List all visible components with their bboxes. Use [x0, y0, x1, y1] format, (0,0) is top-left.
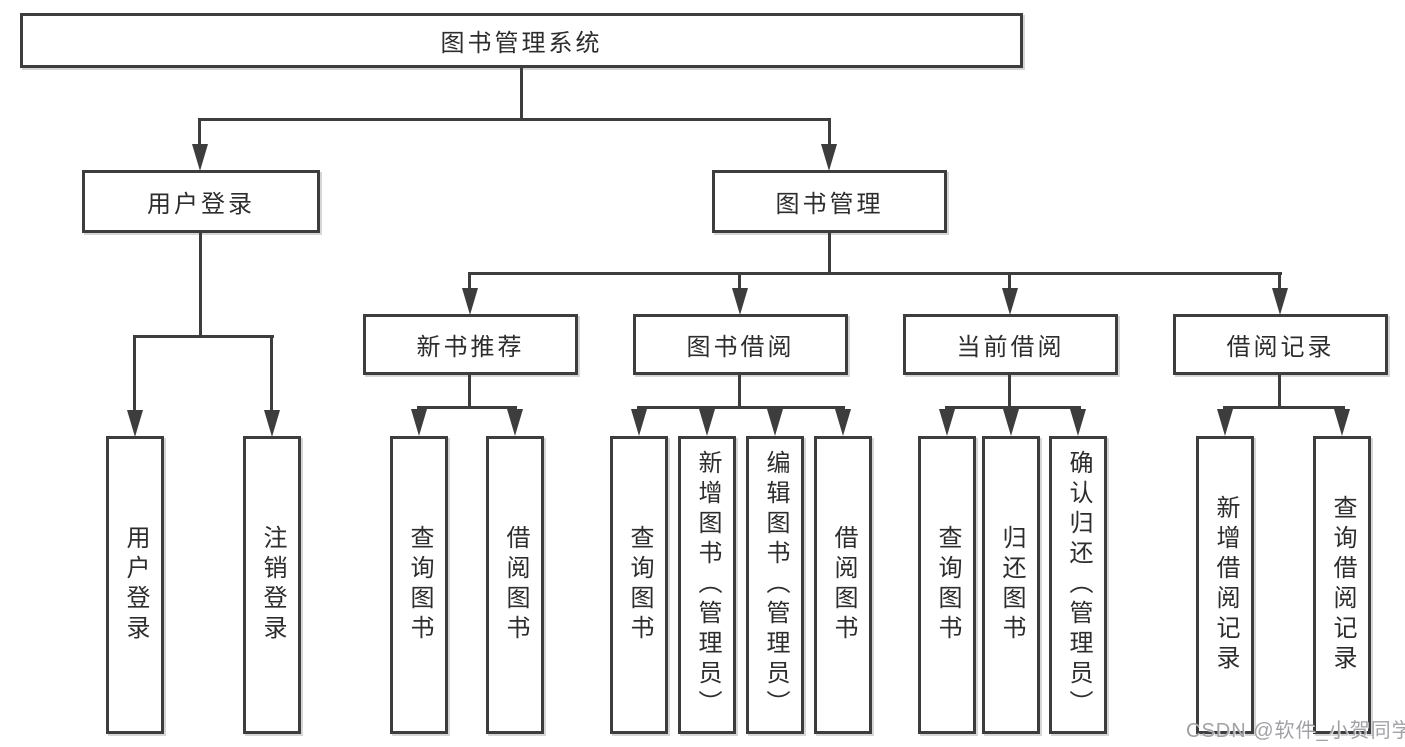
leaf-bb-borrow-books: 借阅图书 — [814, 436, 872, 734]
edge-book-management-stem — [828, 233, 831, 275]
edge-to-leaf-user-login — [133, 338, 136, 411]
node-book-borrow-label: 图书借阅 — [686, 334, 795, 361]
leaf-bb-borrow-books-label: 借阅图书 — [830, 525, 857, 645]
edge-book-borrow-branch — [637, 406, 845, 409]
node-root-label: 图书管理系统 — [440, 30, 603, 57]
edge-to-leaf-logout — [270, 338, 273, 411]
arrowhead-bb-edit-books — [767, 409, 783, 436]
leaf-cb-query-books: 查询图书 — [918, 436, 976, 734]
node-new-book-recommend-label: 新书推荐 — [416, 334, 525, 361]
edge-current-borrow-stem — [1008, 375, 1011, 409]
arrowhead-bb-query-books — [631, 409, 647, 436]
edge-to-book-borrow — [738, 275, 741, 290]
leaf-user-login: 用户登录 — [106, 436, 164, 734]
edge-new-book-recommend-stem — [468, 375, 471, 409]
leaf-bb-edit-books-admin-label: 编辑图书（管理员） — [762, 450, 789, 720]
edge-borrow-records-stem — [1278, 375, 1281, 409]
node-user-login: 用户登录 — [82, 170, 320, 233]
edge-borrow-records-branch — [1223, 406, 1345, 409]
node-current-borrow: 当前借阅 — [903, 314, 1118, 375]
node-book-management-label: 图书管理 — [775, 191, 884, 218]
arrowhead-leaf-logout — [264, 410, 280, 437]
arrowhead-nbr-borrow-books — [507, 409, 523, 436]
csdn-watermark: CSDN @软件_小贺同学 — [1186, 720, 1405, 742]
leaf-logout-label: 注销登录 — [259, 525, 286, 645]
edge-to-new-book-recommend — [468, 275, 471, 290]
edge-root-to-user-login — [198, 121, 201, 146]
edge-user-login-stem — [199, 233, 202, 338]
leaf-bb-query-books: 查询图书 — [610, 436, 668, 734]
arrowhead-bb-add-books — [699, 409, 715, 436]
arrowhead-user-login — [192, 144, 208, 171]
edge-to-current-borrow — [1008, 275, 1011, 290]
arrowhead-borrow-records — [1272, 288, 1288, 315]
leaf-cb-return-books-label: 归还图书 — [998, 525, 1025, 645]
node-borrow-records: 借阅记录 — [1173, 314, 1388, 375]
leaf-bb-edit-books-admin: 编辑图书（管理员） — [746, 436, 804, 734]
arrowhead-cb-confirm-return — [1070, 409, 1086, 436]
edge-root-branch — [198, 118, 831, 121]
leaf-bb-query-books-label: 查询图书 — [626, 525, 653, 645]
node-book-management: 图书管理 — [712, 170, 947, 233]
node-root: 图书管理系统 — [20, 13, 1023, 68]
arrowhead-br-query-record — [1334, 409, 1350, 436]
arrowhead-book-borrow — [732, 288, 748, 315]
node-user-login-label: 用户登录 — [147, 191, 255, 218]
leaf-cb-confirm-return-admin: 确认归还（管理员） — [1049, 436, 1107, 734]
arrowhead-bb-borrow-books — [835, 409, 851, 436]
node-current-borrow-label: 当前借阅 — [956, 334, 1065, 361]
edge-new-book-recommend-branch — [417, 406, 517, 409]
leaf-nbr-query-books: 查询图书 — [390, 436, 448, 734]
leaf-nbr-borrow-books-label: 借阅图书 — [502, 525, 529, 645]
leaf-logout: 注销登录 — [243, 436, 301, 734]
arrowhead-leaf-user-login — [127, 410, 143, 437]
leaf-bb-add-books-admin-label: 新增图书（管理员） — [694, 450, 721, 720]
leaf-cb-query-books-label: 查询图书 — [934, 525, 961, 645]
leaf-user-login-label: 用户登录 — [122, 525, 149, 645]
arrowhead-cb-query-books — [939, 409, 955, 436]
node-book-borrow: 图书借阅 — [633, 314, 848, 375]
edge-user-login-branch — [133, 335, 274, 338]
leaf-nbr-borrow-books: 借阅图书 — [486, 436, 544, 734]
arrowhead-new-book-recommend — [462, 288, 478, 315]
edge-root-to-book-management — [828, 121, 831, 146]
arrowhead-cb-return-books — [1003, 409, 1019, 436]
leaf-br-query-record-label: 查询借阅记录 — [1329, 495, 1356, 675]
node-new-book-recommend: 新书推荐 — [363, 314, 578, 375]
arrowhead-nbr-query-books — [411, 409, 427, 436]
leaf-nbr-query-books-label: 查询图书 — [406, 525, 433, 645]
leaf-cb-confirm-return-admin-label: 确认归还（管理员） — [1065, 450, 1092, 720]
edge-current-borrow-branch — [945, 406, 1081, 409]
edge-book-borrow-stem — [738, 375, 741, 409]
leaf-br-query-record: 查询借阅记录 — [1313, 436, 1371, 734]
edge-to-borrow-records — [1278, 275, 1281, 290]
leaf-br-add-record: 新增借阅记录 — [1196, 436, 1254, 734]
edge-book-management-branch — [468, 272, 1282, 275]
node-borrow-records-label: 借阅记录 — [1226, 334, 1335, 361]
leaf-bb-add-books-admin: 新增图书（管理员） — [678, 436, 736, 734]
edge-root-stem — [520, 67, 523, 120]
arrowhead-current-borrow — [1002, 288, 1018, 315]
arrowhead-br-add-record — [1217, 409, 1233, 436]
leaf-cb-return-books: 归还图书 — [982, 436, 1040, 734]
leaf-br-add-record-label: 新增借阅记录 — [1212, 495, 1239, 675]
arrowhead-book-management — [821, 144, 837, 171]
